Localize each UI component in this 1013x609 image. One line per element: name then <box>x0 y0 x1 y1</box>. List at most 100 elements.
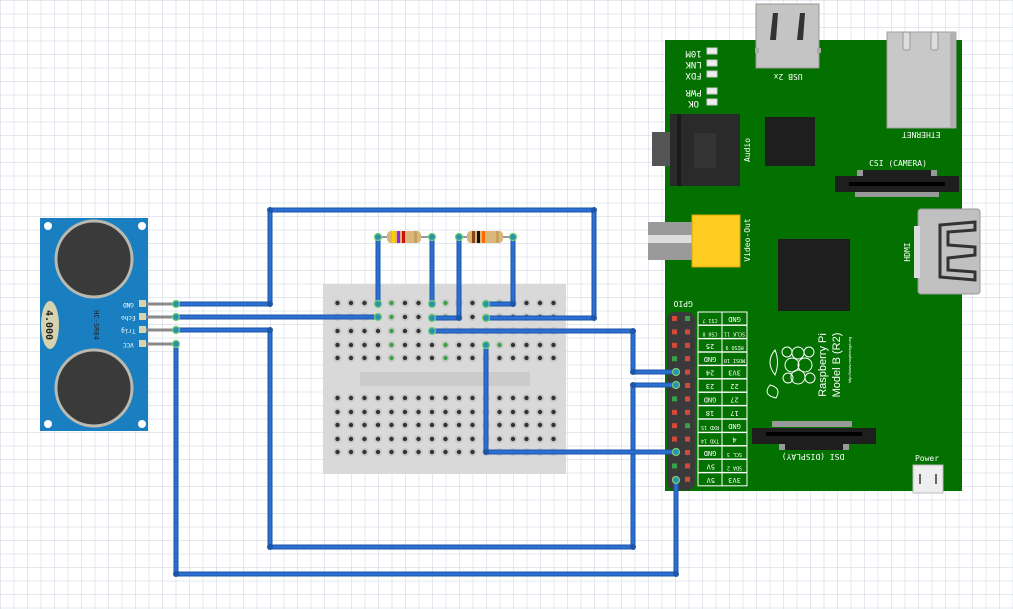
wire-bendpoint[interactable] <box>267 327 273 333</box>
gpio-pin[interactable] <box>685 423 690 429</box>
breadboard-hole[interactable] <box>362 449 367 455</box>
wire-endpoint[interactable] <box>481 313 491 323</box>
wire-endpoint[interactable] <box>481 299 491 309</box>
breadboard-hole[interactable] <box>551 422 556 428</box>
breadboard-hole[interactable] <box>375 449 381 455</box>
wire-endpoint[interactable] <box>671 475 681 485</box>
breadboard-hole[interactable] <box>416 409 421 415</box>
breadboard-hole[interactable] <box>524 395 529 401</box>
gpio-pin[interactable] <box>672 463 677 469</box>
breadboard-hole[interactable] <box>537 436 543 442</box>
breadboard-hole[interactable] <box>416 436 421 442</box>
gpio-pin[interactable] <box>672 396 677 402</box>
breadboard-hole[interactable] <box>416 300 421 306</box>
wire-endpoint[interactable] <box>373 312 383 322</box>
breadboard-hole[interactable] <box>510 342 516 348</box>
breadboard-hole[interactable] <box>429 355 435 361</box>
breadboard-hole[interactable] <box>335 449 340 455</box>
wire-endpoint[interactable] <box>427 313 437 323</box>
breadboard-hole[interactable] <box>551 342 556 348</box>
wire-endpoint[interactable] <box>427 299 437 309</box>
wire-echo-gpio[interactable] <box>427 326 681 377</box>
resistor-1[interactable] <box>378 231 430 243</box>
breadboard-hole[interactable] <box>429 395 435 401</box>
breadboard-hole[interactable] <box>443 300 448 306</box>
breadboard-hole[interactable] <box>429 449 435 455</box>
resistor-2[interactable] <box>458 231 512 243</box>
breadboard-hole[interactable] <box>348 436 354 442</box>
gpio-pin[interactable] <box>672 409 677 415</box>
wire-endpoint[interactable] <box>171 312 181 322</box>
breadboard-hole[interactable] <box>375 328 381 334</box>
breadboard-hole[interactable] <box>537 355 543 361</box>
breadboard-hole[interactable] <box>348 300 354 306</box>
wire-gnd[interactable] <box>171 207 598 323</box>
breadboard-hole[interactable] <box>470 436 475 442</box>
gpio-pin[interactable] <box>685 383 690 388</box>
breadboard-hole[interactable] <box>362 328 367 334</box>
gpio-pin[interactable] <box>672 356 677 362</box>
breadboard-hole[interactable] <box>443 409 448 415</box>
breadboard-hole[interactable] <box>524 300 529 306</box>
breadboard-hole[interactable] <box>470 395 475 401</box>
wire-bendpoint[interactable] <box>510 301 516 307</box>
breadboard-hole[interactable] <box>470 449 475 455</box>
breadboard-hole[interactable] <box>497 422 502 428</box>
breadboard-hole[interactable] <box>429 342 435 348</box>
breadboard-hole[interactable] <box>470 422 475 428</box>
breadboard-hole[interactable] <box>389 436 394 442</box>
breadboard-hole[interactable] <box>456 409 462 415</box>
breadboard-hole[interactable] <box>335 422 340 428</box>
wire-res2-left[interactable] <box>427 232 464 323</box>
breadboard-hole[interactable] <box>429 409 435 415</box>
gpio-pin[interactable] <box>685 476 690 482</box>
breadboard-hole[interactable] <box>402 436 408 442</box>
breadboard-hole[interactable] <box>335 300 340 306</box>
breadboard-hole[interactable] <box>443 342 448 348</box>
gpio-pin[interactable] <box>672 329 677 335</box>
gpio-pin[interactable] <box>685 356 690 362</box>
breadboard-hole[interactable] <box>537 422 543 428</box>
breadboard-hole[interactable] <box>510 355 516 361</box>
breadboard-hole[interactable] <box>402 355 408 361</box>
breadboard-hole[interactable] <box>375 395 381 401</box>
breadboard-hole[interactable] <box>443 449 448 455</box>
gpio-pin[interactable] <box>672 436 677 442</box>
wire-bendpoint[interactable] <box>630 369 636 375</box>
breadboard-hole[interactable] <box>389 314 394 320</box>
gpio-pin[interactable] <box>672 423 677 429</box>
breadboard-hole[interactable] <box>362 395 367 401</box>
breadboard-hole[interactable] <box>524 355 529 361</box>
breadboard-hole[interactable] <box>375 355 381 361</box>
wire-gnd-gpio[interactable] <box>481 340 681 457</box>
breadboard-hole[interactable] <box>375 436 381 442</box>
breadboard-hole[interactable] <box>551 409 556 415</box>
breadboard-hole[interactable] <box>335 355 340 361</box>
breadboard-hole[interactable] <box>362 300 367 306</box>
breadboard-hole[interactable] <box>456 395 462 401</box>
breadboard-hole[interactable] <box>375 422 381 428</box>
wire-endpoint[interactable] <box>171 299 181 309</box>
gpio-pin[interactable] <box>685 342 690 348</box>
wire-bendpoint[interactable] <box>591 207 597 213</box>
wire-endpoint[interactable] <box>427 232 437 242</box>
breadboard-hole[interactable] <box>362 422 367 428</box>
breadboard-hole[interactable] <box>456 449 462 455</box>
breadboard-hole[interactable] <box>429 422 435 428</box>
breadboard-hole[interactable] <box>497 409 502 415</box>
breadboard-hole[interactable] <box>402 395 408 401</box>
breadboard-hole[interactable] <box>416 449 421 455</box>
breadboard-hole[interactable] <box>335 395 340 401</box>
breadboard-hole[interactable] <box>443 436 448 442</box>
wire-res1-right[interactable] <box>427 232 437 309</box>
breadboard-hole[interactable] <box>510 409 516 415</box>
wire-endpoint[interactable] <box>671 380 681 390</box>
breadboard-hole[interactable] <box>510 395 516 401</box>
gpio-pin[interactable] <box>685 329 690 335</box>
wire-endpoint[interactable] <box>508 232 518 242</box>
breadboard-hole[interactable] <box>335 328 340 334</box>
wire-bendpoint[interactable] <box>483 449 489 455</box>
breadboard-hole[interactable] <box>524 409 529 415</box>
breadboard-hole[interactable] <box>551 355 556 361</box>
